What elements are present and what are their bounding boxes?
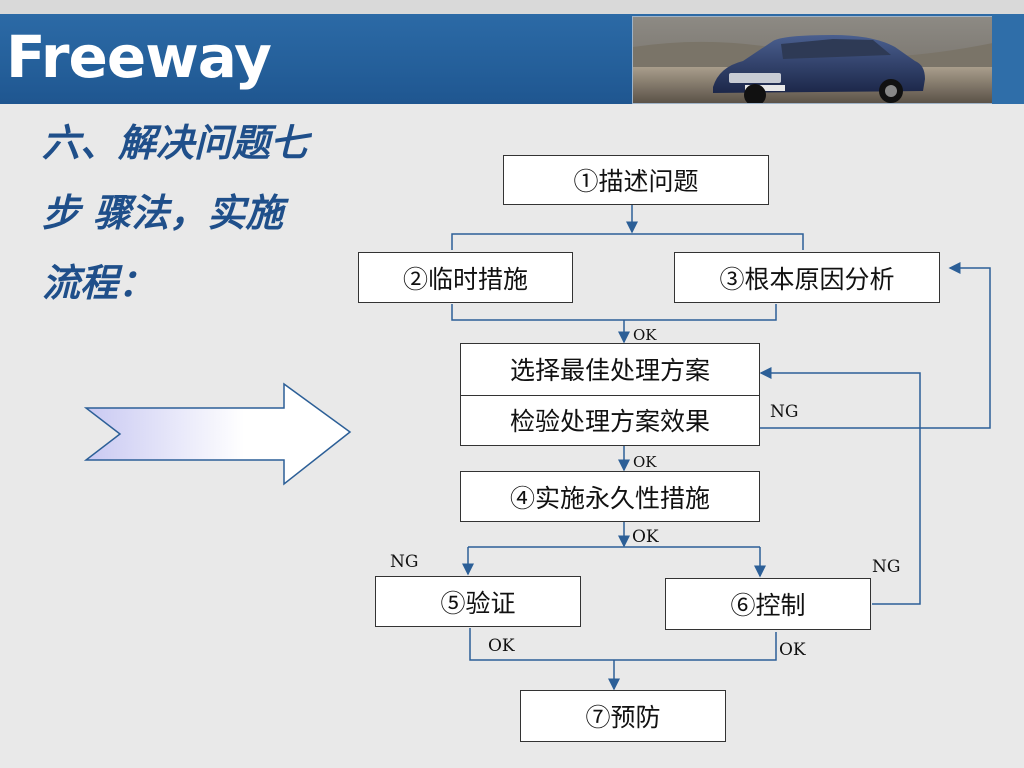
top-band <box>0 0 1024 14</box>
step4-permanent-measures: ④实施永久性措施 <box>460 471 760 522</box>
solution-box: 选择最佳处理方案 检验处理方案效果 <box>460 343 760 446</box>
step6-control: ⑥控制 <box>665 578 871 630</box>
header-right-strip <box>992 14 1024 104</box>
step2-temporary-measures: ②临时措施 <box>358 252 573 303</box>
select-best-solution: 选择最佳处理方案 <box>509 356 710 386</box>
slide-title-line-3: 流程： <box>42 260 157 305</box>
label-ng-verify: NG <box>770 402 799 422</box>
step1-describe-problem: ①描述问题 <box>503 155 769 205</box>
slide-title-line-2: 步 骤法，实施 <box>42 190 284 235</box>
label-ng-left: NG <box>390 552 419 572</box>
step3-root-cause-analysis: ③根本原因分析 <box>674 252 940 303</box>
big-right-arrow <box>84 382 352 486</box>
freeway-logo: Freeway <box>6 23 272 91</box>
car-photo <box>632 16 994 104</box>
solution-box-divider <box>461 394 759 396</box>
slide-title-line-1: 六、解决问题七 <box>42 120 309 165</box>
verify-solution-effect: 检验处理方案效果 <box>509 406 710 436</box>
label-ng-right: NG <box>872 557 901 577</box>
step5-verify: ⑤验证 <box>375 576 581 627</box>
step7-prevent: ⑦预防 <box>520 690 726 742</box>
label-ok-after-4: OK <box>632 527 659 547</box>
header-banner: Freeway <box>0 14 1024 104</box>
label-ok-after-verify: OK <box>633 453 657 471</box>
label-ok-after-6: OK <box>779 640 806 660</box>
label-ok-after-2-3: OK <box>633 326 657 344</box>
label-ok-after-5: OK <box>488 636 515 656</box>
